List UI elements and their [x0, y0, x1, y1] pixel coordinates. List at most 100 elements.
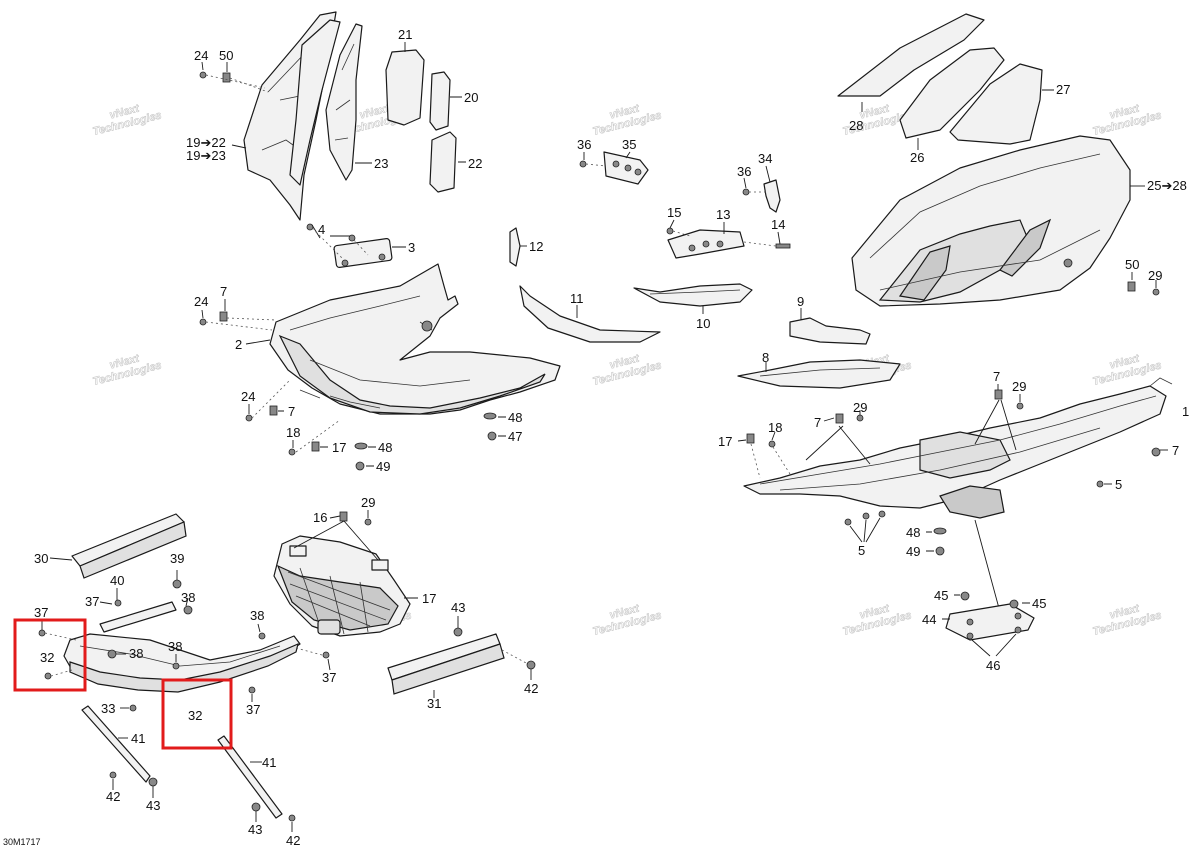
- callout-29-r2: 29: [853, 400, 867, 415]
- callout-7-low: 7: [288, 404, 295, 419]
- callout-14: 14: [771, 217, 785, 232]
- clip-7: [219, 311, 228, 322]
- callout-32-left: 32: [40, 650, 54, 665]
- grommet: [421, 320, 433, 332]
- callout-15: 15: [667, 205, 681, 220]
- callout-12: 12: [529, 239, 543, 254]
- watermark-text: vNextTechnologies: [1089, 98, 1163, 138]
- rail-1-pocket: [939, 485, 1005, 519]
- callout-50-right: 50: [1125, 257, 1139, 272]
- callout-8: 8: [762, 350, 769, 365]
- bracket-40[interactable]: [99, 601, 177, 633]
- lower-rail-group: [737, 377, 1173, 657]
- watermark-text: vNextTechnologies: [589, 598, 663, 638]
- callout-25-28: 25➔28: [1147, 178, 1187, 193]
- panel-26[interactable]: [899, 47, 1005, 139]
- callout-29-grille: 29: [361, 495, 375, 510]
- callout-23: 23: [374, 156, 388, 171]
- watermark-text: vNextTechnologies: [839, 98, 913, 138]
- callout-7-mid: 7: [220, 284, 227, 299]
- small-parts-group: [509, 151, 901, 389]
- belly-pan-2[interactable]: [269, 263, 561, 415]
- callout-38-d: 38: [168, 639, 182, 654]
- grille-group: [273, 510, 418, 637]
- brace-41-left[interactable]: [81, 705, 151, 783]
- callout-50-top: 50: [219, 48, 233, 63]
- panel-27[interactable]: [949, 63, 1043, 145]
- side-panel-right-group: [837, 13, 1160, 307]
- callout-3: 3: [408, 240, 415, 255]
- callout-7-r3: 7: [1172, 443, 1179, 458]
- callout-48-left: 48: [378, 440, 392, 455]
- clip-50: [222, 72, 231, 83]
- callout-7-r1: 7: [993, 369, 1000, 384]
- screw-4a: [306, 223, 314, 231]
- callout-2: 2: [235, 337, 242, 352]
- callout-38-c: 38: [250, 608, 264, 623]
- callout-42-mid: 42: [524, 681, 538, 696]
- callout-16: 16: [313, 510, 327, 525]
- callout-24-mid: 24: [194, 294, 208, 309]
- callout-32-right: 32: [188, 708, 202, 723]
- trim-8[interactable]: [737, 359, 901, 389]
- callout-48-right: 48: [906, 525, 920, 540]
- side-panel-group: [199, 11, 466, 221]
- callout-34: 34: [758, 151, 772, 166]
- callout-41-left: 41: [131, 731, 145, 746]
- callout-47: 47: [508, 429, 522, 444]
- bracket-3[interactable]: [333, 237, 393, 269]
- panel-28[interactable]: [837, 13, 985, 97]
- callout-43-right: 43: [248, 822, 262, 837]
- callout-38-b: 38: [129, 646, 143, 661]
- clip-12[interactable]: [509, 227, 521, 267]
- callout-19-22: 19➔22: [186, 135, 226, 150]
- trim-9[interactable]: [789, 317, 871, 345]
- callout-7-r2: 7: [814, 415, 821, 430]
- callout-33: 33: [101, 701, 115, 716]
- callout-27: 27: [1056, 82, 1070, 97]
- callout-1: 1: [1182, 404, 1189, 419]
- panel-22[interactable]: [429, 131, 457, 193]
- watermark-text: vNextTechnologies: [1089, 348, 1163, 388]
- callout-49-left: 49: [376, 459, 390, 474]
- panel-21[interactable]: [385, 49, 425, 126]
- watermark-text: vNextTechnologies: [589, 348, 663, 388]
- callout-5-low: 5: [858, 543, 865, 558]
- callout-30: 30: [34, 551, 48, 566]
- highlight-box-right: [161, 678, 233, 750]
- side-panel-23[interactable]: [325, 23, 363, 181]
- callout-45-left: 45: [934, 588, 948, 603]
- watermark-text: vNextTechnologies: [1089, 598, 1163, 638]
- bracket-31-group: [387, 616, 536, 698]
- callout-17-left: 17: [332, 440, 346, 455]
- highlight-box-left: [13, 618, 87, 692]
- plate-44[interactable]: [945, 603, 1035, 641]
- side-panel-25[interactable]: [851, 135, 1131, 307]
- callout-31: 31: [427, 696, 441, 711]
- callout-38-a: 38: [181, 590, 195, 605]
- callout-40: 40: [110, 573, 124, 588]
- figure-code: 30M1717: [3, 837, 41, 847]
- panel-20[interactable]: [429, 71, 451, 131]
- belly-pan-group: [199, 223, 561, 471]
- callout-29-right: 29: [1148, 268, 1162, 283]
- watermark-text: vNextTechnologies: [839, 598, 913, 638]
- side-panel-23-left[interactable]: [289, 19, 341, 186]
- callout-19-23: 19➔23: [186, 148, 226, 163]
- bracket-34[interactable]: [763, 179, 781, 213]
- callout-4: 4: [318, 222, 325, 237]
- trim-10[interactable]: [633, 283, 753, 307]
- callout-29-r1: 29: [1012, 379, 1026, 394]
- callout-39: 39: [170, 551, 184, 566]
- callout-49-right: 49: [906, 544, 920, 559]
- brace-41-right[interactable]: [217, 735, 283, 819]
- callout-20: 20: [464, 90, 478, 105]
- callout-28: 28: [849, 118, 863, 133]
- callout-42-left: 42: [106, 789, 120, 804]
- screw-4b: [348, 234, 356, 242]
- trim-11[interactable]: [519, 285, 661, 343]
- callout-24-top: 24: [194, 48, 208, 63]
- callout-10: 10: [696, 316, 710, 331]
